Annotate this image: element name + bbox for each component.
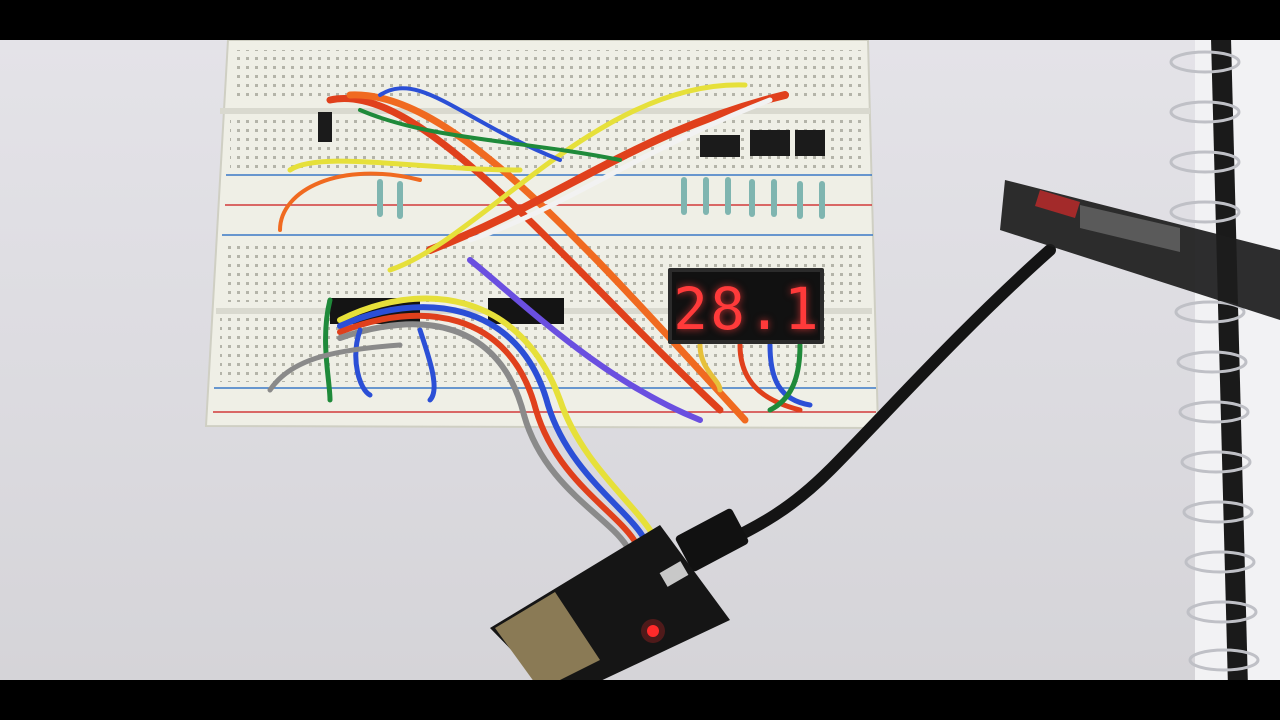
seven-segment-display — [668, 268, 824, 344]
usb-cable — [675, 244, 1056, 572]
temperature-probe — [1000, 180, 1280, 320]
display-reading: 28.1 — [676, 274, 818, 344]
spiral-notebook — [1169, 40, 1280, 680]
letterbox-bottom — [0, 680, 1280, 720]
scene-illustration — [204, 40, 1280, 680]
header-connectors — [318, 112, 825, 157]
microcontroller-board — [490, 525, 730, 680]
jumper-wires — [267, 82, 813, 548]
display-reading-text: 28.1 — [676, 275, 818, 343]
resistors — [377, 177, 825, 219]
photo: 28.1 — [0, 40, 1280, 680]
letterbox-top — [0, 0, 1280, 40]
